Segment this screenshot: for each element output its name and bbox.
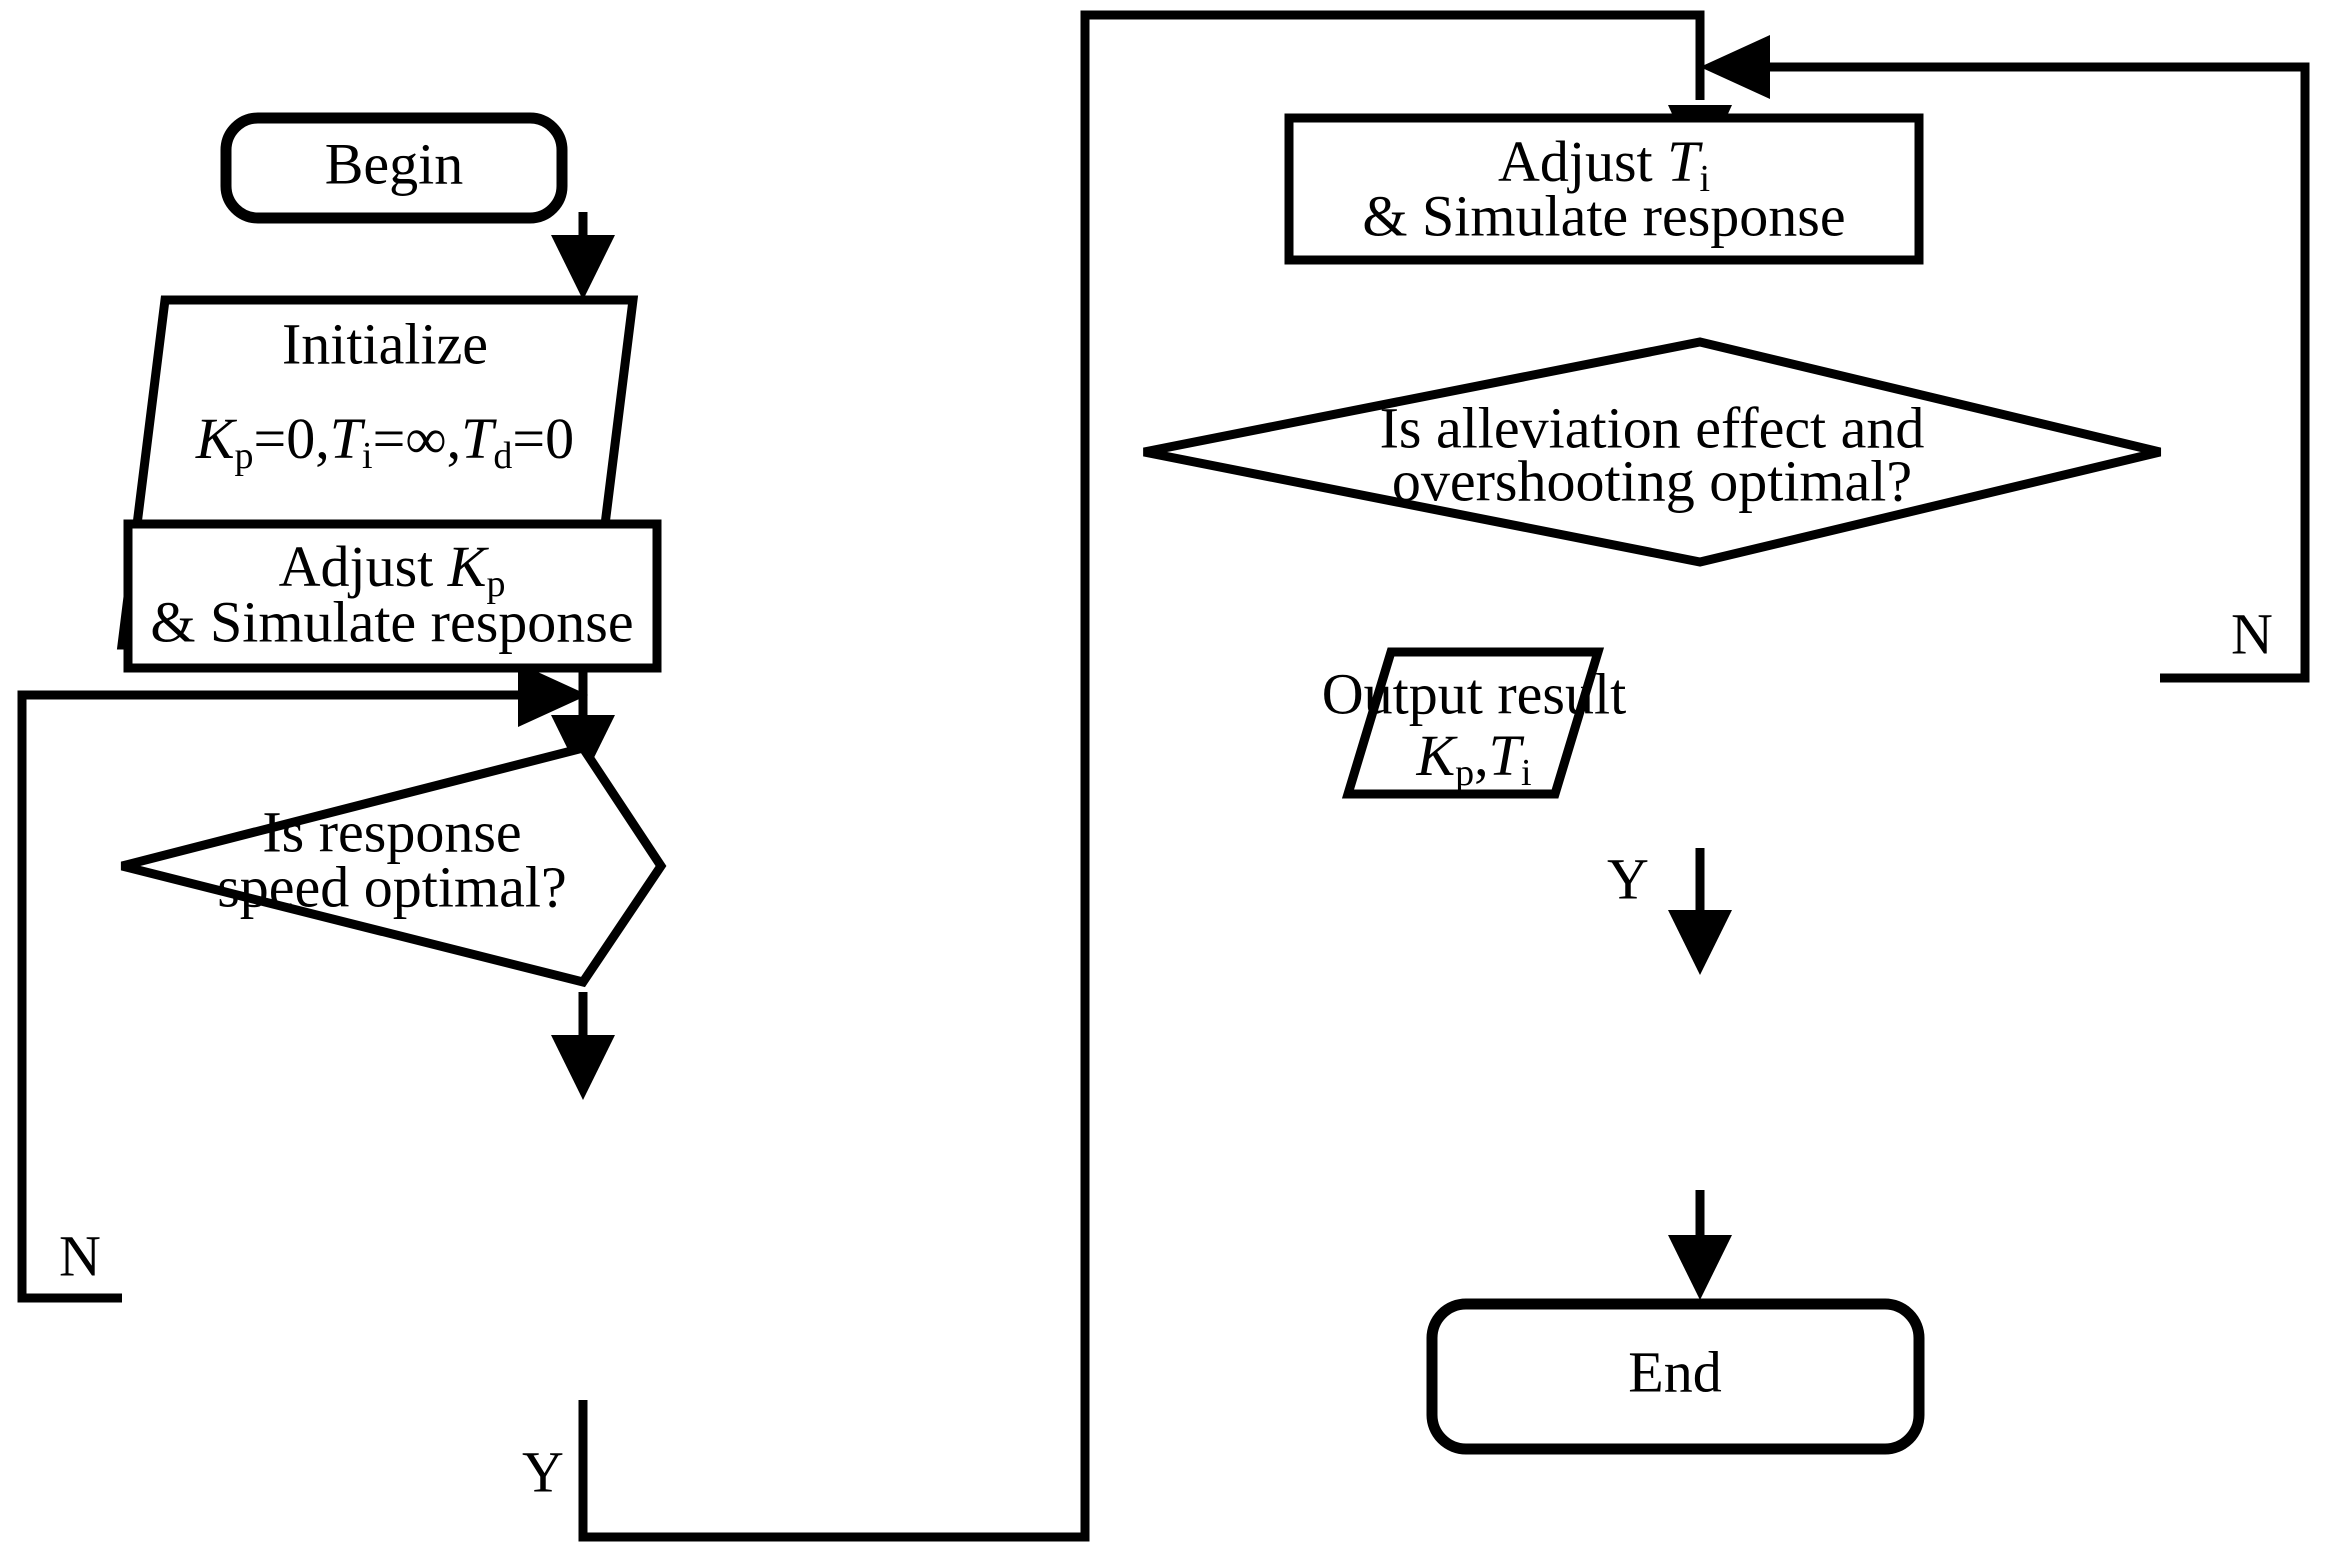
node-begin[interactable] <box>220 112 568 224</box>
node-adjust-kp[interactable] <box>123 519 662 673</box>
node-begin-label: Begin <box>325 131 464 196</box>
node-output-result-line1: Output result <box>1322 661 1626 726</box>
edge-decision-speed-yes-to-adjust-ti <box>578 10 1705 1542</box>
arrowhead-into-adjust-kp-loop <box>518 663 588 727</box>
node-decision-speed-line2: speed optimal? <box>217 854 567 919</box>
branch-label-decision-alleviation-yes: Y <box>1607 846 1649 911</box>
arrowhead-decision-speed <box>551 1035 615 1100</box>
node-end[interactable] <box>1426 1298 1925 1455</box>
node-decision-alleviation-line1: Is alleviation effect and <box>1380 395 1925 460</box>
node-adjust-kp-line2: & Simulate response <box>150 589 633 654</box>
edge-decision-speed-no-to-adjust-kp <box>17 690 530 1303</box>
node-initialize-line1: Initialize <box>282 311 488 376</box>
arrowhead-end <box>1668 1235 1732 1300</box>
arrowhead-initialize <box>551 235 615 300</box>
node-adjust-ti[interactable] <box>1284 113 1924 265</box>
branch-label-decision-speed-no: N <box>59 1223 101 1288</box>
node-decision-speed[interactable] <box>120 742 667 988</box>
node-end-label: End <box>1628 1339 1721 1404</box>
node-decision-alleviation[interactable] <box>1143 337 2162 567</box>
node-output-result[interactable] <box>1341 647 1605 799</box>
node-adjust-ti-line1: Adjust Ti <box>1498 129 1710 199</box>
node-adjust-ti-prefix: Adjust <box>1498 129 1667 194</box>
node-adjust-kp-prefix: Adjust <box>279 534 448 599</box>
node-initialize-line2: Kp=0,Ti=∞,Td=0 <box>195 406 574 476</box>
node-decision-speed-line1: Is response <box>262 799 521 864</box>
node-adjust-kp-line1: Adjust Kp <box>279 534 506 604</box>
branch-label-decision-alleviation-no: N <box>2231 601 2273 666</box>
branch-label-decision-speed-yes: Y <box>522 1439 564 1504</box>
node-adjust-ti-line2: & Simulate response <box>1362 183 1845 248</box>
node-output-result-line2: Kp,Ti <box>1415 723 1531 793</box>
edge-decision-alleviation-no-to-adjust-ti <box>1770 62 2310 683</box>
arrowhead-output-result <box>1668 910 1732 975</box>
arrowhead-into-adjust-ti-loop <box>1700 35 1770 99</box>
node-decision-alleviation-line2: overshooting optimal? <box>1392 448 1912 513</box>
